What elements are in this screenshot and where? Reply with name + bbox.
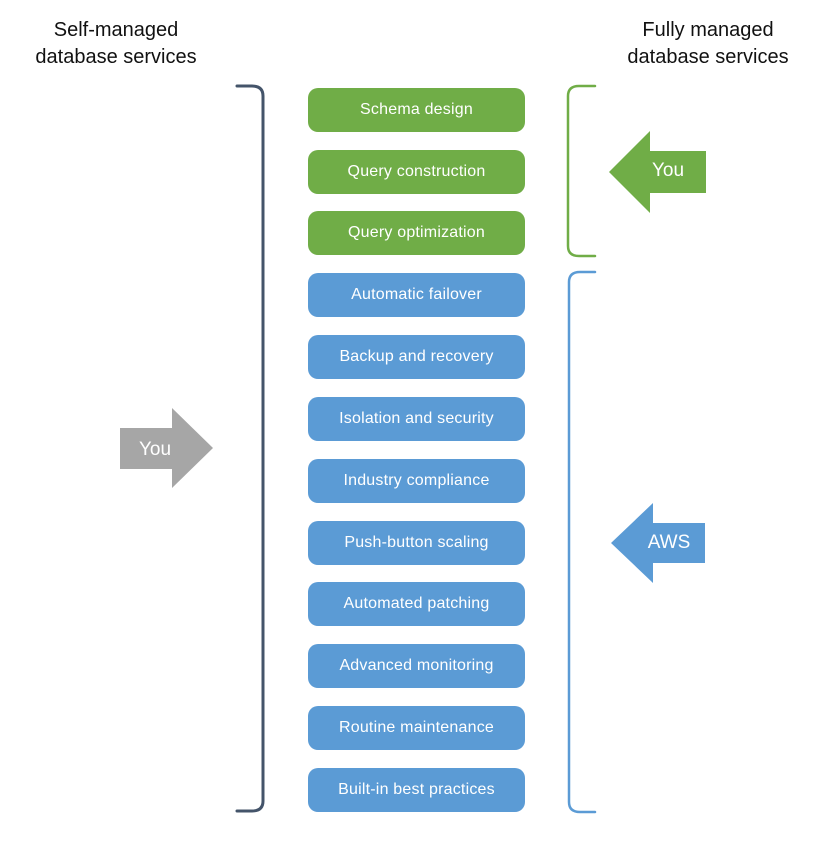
box-isolation-and-security: Isolation and security bbox=[308, 397, 525, 441]
box-query-construction: Query construction bbox=[308, 150, 525, 194]
fully-managed-aws-label: AWS bbox=[647, 532, 691, 553]
self-managed-bracket bbox=[235, 84, 265, 813]
aws-tasks-bracket bbox=[567, 270, 597, 814]
box-advanced-monitoring: Advanced monitoring bbox=[308, 644, 525, 688]
self-managed-heading: Self-managed database services bbox=[35, 19, 197, 68]
fully-managed-you-arrow bbox=[609, 131, 706, 213]
box-backup-and-recovery: Backup and recovery bbox=[308, 335, 525, 379]
fully-managed-heading: Fully managed database services bbox=[627, 19, 789, 68]
box-automated-patching: Automated patching bbox=[308, 582, 525, 626]
customer-tasks-bracket bbox=[566, 84, 597, 258]
box-automatic-failover: Automatic failover bbox=[308, 273, 525, 317]
fully-managed-you-label: You bbox=[651, 160, 685, 181]
box-industry-compliance: Industry compliance bbox=[308, 459, 525, 503]
box-push-button-scaling: Push-button scaling bbox=[308, 521, 525, 565]
box-routine-maintenance: Routine maintenance bbox=[308, 706, 525, 750]
self-managed-you-arrow bbox=[120, 408, 213, 488]
self-managed-you-label: You bbox=[138, 439, 172, 460]
fully-managed-aws-arrow bbox=[611, 503, 705, 583]
box-query-optimization: Query optimization bbox=[308, 211, 525, 255]
box-schema-design: Schema design bbox=[308, 88, 525, 132]
box-built-in-best-practices: Built-in best practices bbox=[308, 768, 525, 812]
